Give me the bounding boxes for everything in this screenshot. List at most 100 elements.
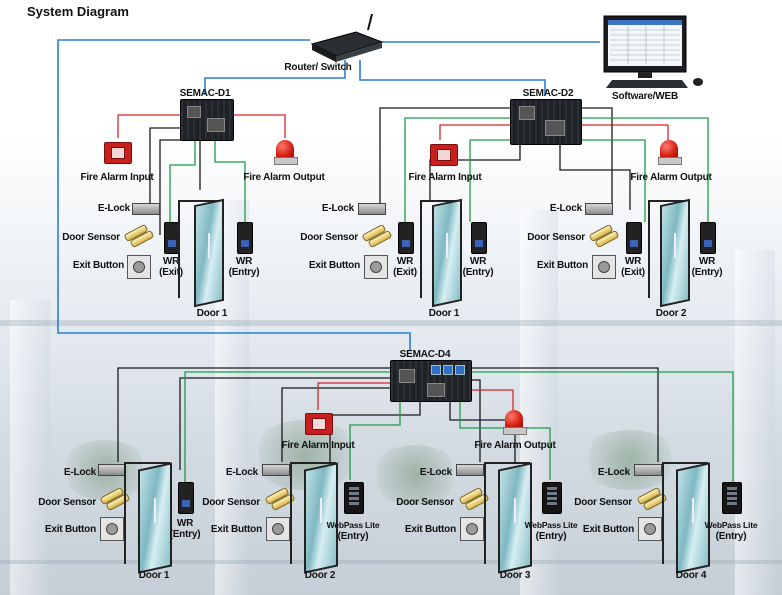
alarm-wire xyxy=(117,114,182,138)
diagram-title: System Diagram xyxy=(27,4,129,19)
card-reader-icon xyxy=(237,222,253,254)
door-icon xyxy=(660,198,690,308)
exit-button-icon xyxy=(127,255,151,279)
card-reader-icon xyxy=(178,482,194,514)
fire-alarm-beacon-icon xyxy=(274,140,298,165)
reader-wire xyxy=(575,139,646,222)
background-beam xyxy=(0,560,782,564)
door-sensor-label: Door Sensor xyxy=(527,232,585,243)
exit-button-label: Exit Button xyxy=(210,524,262,535)
door-sensor-label: Door Sensor xyxy=(202,497,260,508)
exit-button-icon xyxy=(460,517,484,541)
elock-icon xyxy=(456,464,484,476)
door-label: Door 1 xyxy=(196,308,228,319)
door-icon xyxy=(432,198,462,308)
door-sensor-icon xyxy=(360,223,393,249)
controller-board-d1 xyxy=(180,99,234,141)
elock-icon xyxy=(262,464,290,476)
reader-wire xyxy=(470,371,734,482)
card-reader-icon xyxy=(471,222,487,254)
fire-alarm-output-label: Fire Alarm Output xyxy=(474,440,556,451)
door-label: Door 2 xyxy=(655,308,687,319)
background-column xyxy=(735,250,775,595)
door-sensor-icon xyxy=(587,223,620,249)
fire-alarm-input-icon xyxy=(430,144,458,166)
elock-icon xyxy=(358,203,386,215)
power-wire xyxy=(379,107,510,208)
power-wire xyxy=(580,107,613,208)
reader-wire xyxy=(214,140,246,222)
elock-icon xyxy=(132,203,160,215)
alarm-wire xyxy=(232,114,286,138)
alarm-wire xyxy=(317,382,390,410)
door-label: Door 1 xyxy=(138,570,170,581)
exit-button-icon xyxy=(592,255,616,279)
exit-button-icon xyxy=(100,517,124,541)
elock-icon xyxy=(585,203,613,215)
reader-label: WR(Exit) xyxy=(393,256,417,278)
door-sensor-label: Door Sensor xyxy=(396,497,454,508)
reader-label: WR(Entry) xyxy=(169,518,201,540)
exit-button-icon xyxy=(638,517,662,541)
door-frame xyxy=(484,462,530,564)
fire-alarm-input-icon xyxy=(104,142,132,164)
door-frame xyxy=(178,200,218,298)
webpass-reader-icon xyxy=(722,482,742,514)
door-sensor-icon xyxy=(263,486,296,512)
door-frame xyxy=(648,200,688,298)
door-frame xyxy=(290,462,336,564)
power-wire xyxy=(179,377,390,470)
network-wires xyxy=(57,39,600,350)
alarm-wire xyxy=(580,124,669,140)
network-wire-d1 xyxy=(204,60,346,95)
elock-label: E-Lock xyxy=(225,467,258,478)
door-icon xyxy=(498,462,532,574)
reader-label: WebPass Lite(Entry) xyxy=(524,520,578,542)
door-sensor-label: Door Sensor xyxy=(38,497,96,508)
door-frame xyxy=(662,462,708,564)
card-reader-icon xyxy=(398,222,414,254)
reader-wire xyxy=(349,400,401,480)
power-wire xyxy=(470,367,659,462)
door-label: Door 1 xyxy=(428,308,460,319)
network-wire-d2 xyxy=(359,60,546,95)
elock-label: E-Lock xyxy=(321,203,354,214)
door-sensor-label: Door Sensor xyxy=(574,497,632,508)
power-wire xyxy=(117,367,390,462)
elock-label: E-Lock xyxy=(97,203,130,214)
software-label: Software/WEB xyxy=(612,91,678,102)
controller-label: SEMAC-D1 xyxy=(179,88,231,99)
background-column xyxy=(10,300,50,595)
door-icon xyxy=(304,462,338,574)
webpass-reader-icon xyxy=(344,482,364,514)
power-wire xyxy=(149,127,182,205)
palm-tree xyxy=(370,445,460,505)
door-icon xyxy=(138,462,172,574)
door-frame xyxy=(420,200,460,298)
power-wire xyxy=(559,145,631,210)
door-sensor-label: Door Sensor xyxy=(62,232,120,243)
power-wire xyxy=(470,379,481,462)
reader-label: WR(Exit) xyxy=(159,256,183,278)
door-label: Door 4 xyxy=(675,570,707,581)
reader-wire xyxy=(469,139,515,222)
reader-wire xyxy=(169,140,196,222)
elock-label: E-Lock xyxy=(63,467,96,478)
reader-wire xyxy=(580,117,709,222)
elock-icon xyxy=(634,464,662,476)
exit-button-icon xyxy=(266,517,290,541)
power-wire xyxy=(429,145,521,200)
reader-label: WR(Entry) xyxy=(228,256,260,278)
exit-button-label: Exit Button xyxy=(536,260,588,271)
door-sensor-label: Door Sensor xyxy=(300,232,358,243)
controller-label: SEMAC-D2 xyxy=(522,88,574,99)
reader-wire xyxy=(184,371,390,482)
router-icon xyxy=(310,14,384,62)
elock-icon xyxy=(98,464,126,476)
exit-button-label: Exit Button xyxy=(72,260,124,271)
power-wire xyxy=(329,400,421,462)
reader-label: WebPass Lite(Entry) xyxy=(704,520,758,542)
reader-label: WR(Exit) xyxy=(621,256,645,278)
